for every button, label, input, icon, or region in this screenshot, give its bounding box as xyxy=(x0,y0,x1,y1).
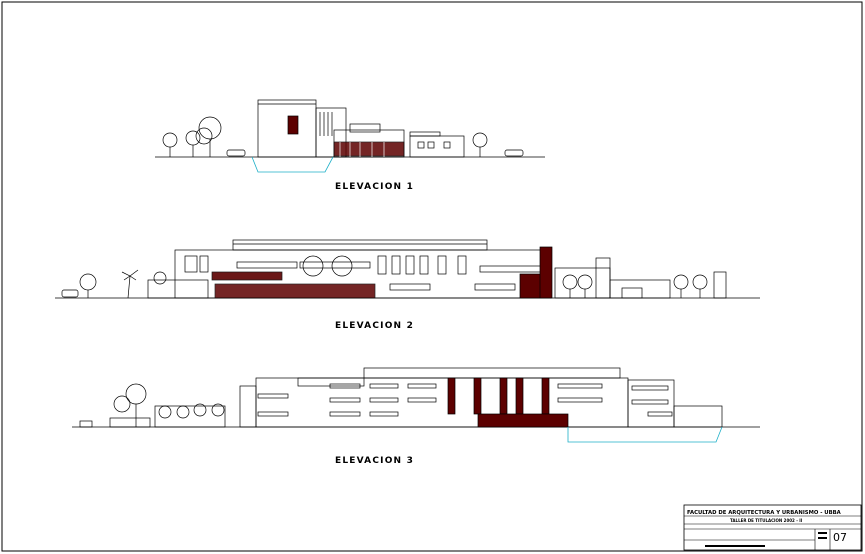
elevation-1-drawing xyxy=(155,99,545,158)
elevation-1-basement xyxy=(251,156,334,173)
elevation-2-label: ELEVACION 2 xyxy=(335,321,414,331)
elevation-2-drawing xyxy=(55,239,760,299)
elevation-3-label: ELEVACION 3 xyxy=(335,456,414,466)
title-block-institution: FACULTAD DE ARQUITECTURA Y URBANISMO - U… xyxy=(687,510,842,516)
elevation-1-label: ELEVACION 1 xyxy=(335,182,414,192)
elevation-3-drawing xyxy=(72,367,760,428)
title-block-sheet-number: 07 xyxy=(833,531,847,544)
title-block xyxy=(683,504,862,551)
title-block-course: TALLER DE TITULACION 2002 - II xyxy=(730,518,803,523)
elevation-3-basement xyxy=(567,426,723,443)
